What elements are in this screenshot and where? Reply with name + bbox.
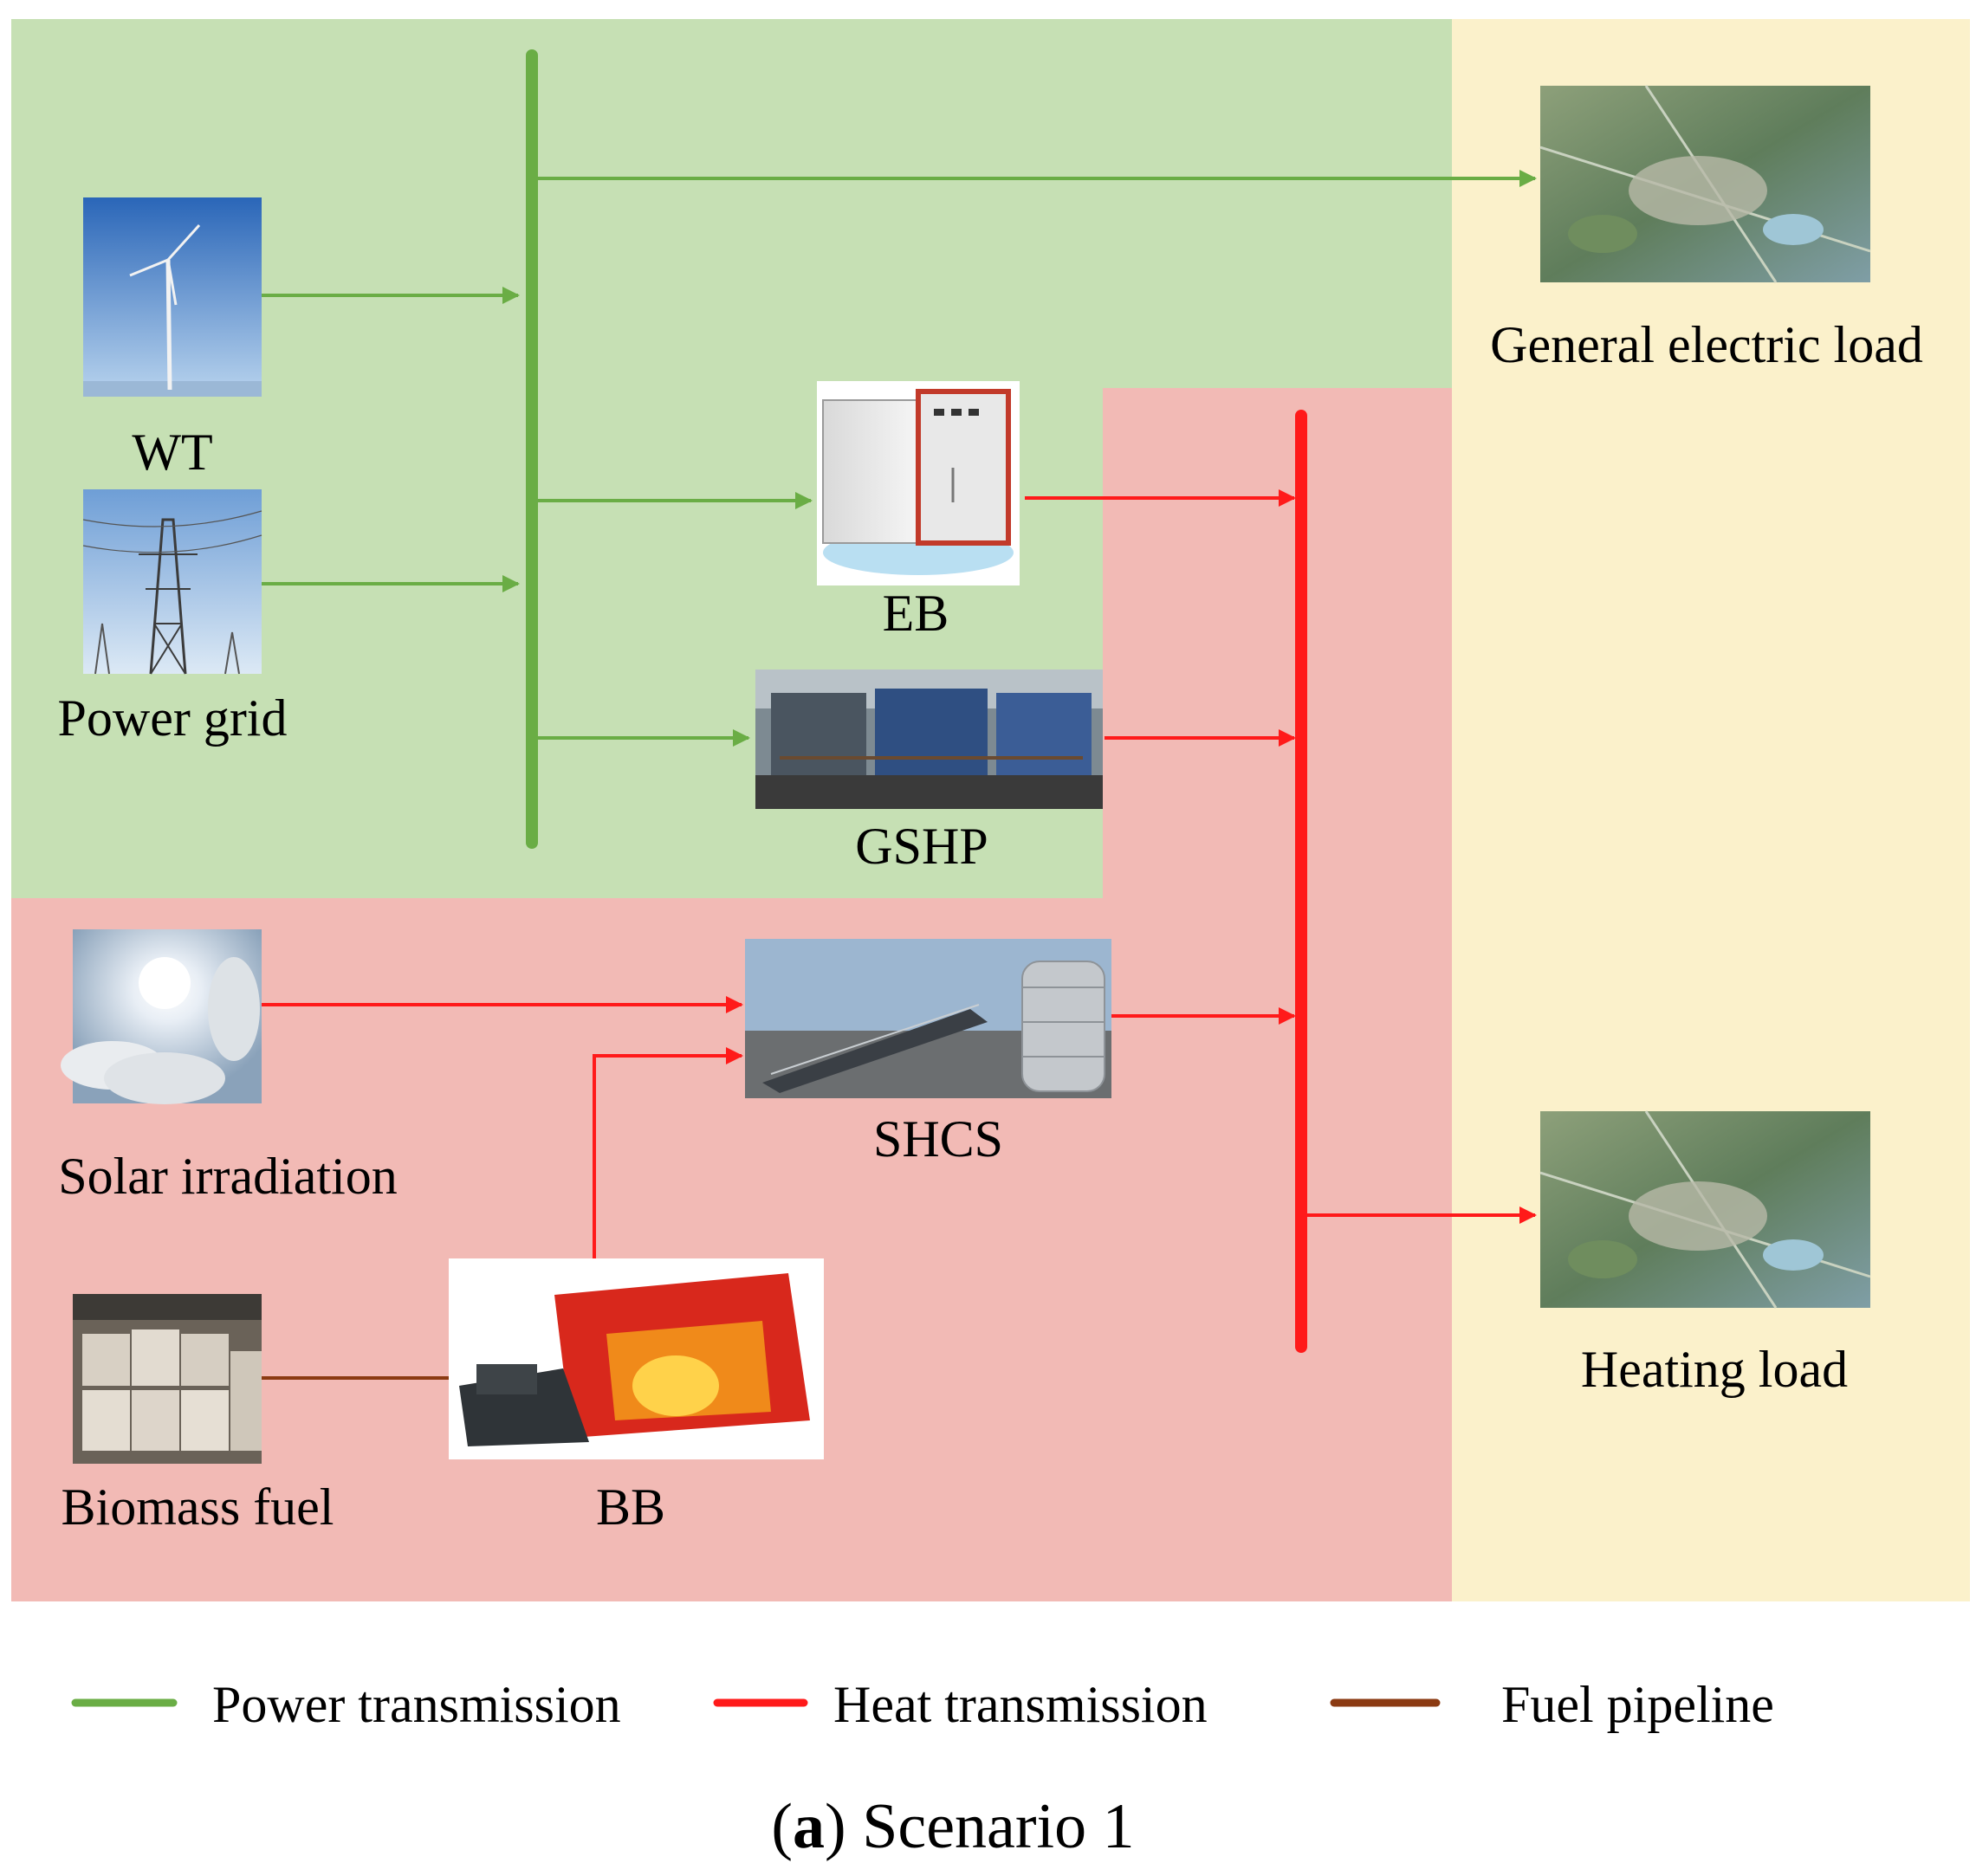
general-electric-load-label: General electric load bbox=[1490, 316, 1923, 373]
legend-fuel-label: Fuel pipeline bbox=[1501, 1676, 1774, 1733]
wind-turbine-photo-icon bbox=[83, 197, 262, 397]
heating-load-city-photo-icon bbox=[1539, 1110, 1871, 1309]
shcs-label: SHCS bbox=[873, 1110, 1003, 1168]
biomass-sacks-photo-icon bbox=[73, 1294, 262, 1464]
sun-sky-photo-icon bbox=[61, 929, 262, 1104]
legend: Power transmission Heat transmission Fue… bbox=[71, 1676, 1774, 1733]
legend-heat-label: Heat transmission bbox=[833, 1676, 1208, 1733]
caption-letter: a bbox=[793, 1791, 825, 1862]
load-zone bbox=[1452, 19, 1970, 1601]
node-labels: WT Power grid EB GSHP Solar irradiation … bbox=[58, 316, 1923, 1536]
electric-load-city-photo-icon bbox=[1539, 85, 1871, 283]
bb-label: BB bbox=[596, 1478, 665, 1536]
wt-label: WT bbox=[132, 424, 212, 481]
biomass-boiler-photo-icon bbox=[449, 1258, 824, 1459]
solar-heat-collector-photo-icon bbox=[745, 939, 1111, 1098]
power-lines bbox=[260, 170, 1537, 747]
heat-lines bbox=[260, 489, 1537, 1260]
transmission-tower-photo-icon bbox=[82, 489, 262, 675]
eb-label: EB bbox=[883, 585, 949, 642]
gshp-label: GSHP bbox=[855, 818, 988, 875]
power-grid-label: Power grid bbox=[58, 689, 288, 747]
solar-irradiation-label: Solar irradiation bbox=[58, 1148, 398, 1205]
electric-boiler-photo-icon bbox=[817, 381, 1020, 585]
caption: (a) Scenario 1 bbox=[771, 1791, 1134, 1862]
ground-source-heat-pump-photo-icon bbox=[755, 670, 1103, 809]
legend-power-label: Power transmission bbox=[212, 1676, 621, 1733]
bb-to-shcs-line bbox=[593, 1047, 743, 1260]
biomass-fuel-label: Biomass fuel bbox=[62, 1478, 334, 1536]
heating-load-label: Heating load bbox=[1581, 1341, 1848, 1398]
caption-text: Scenario 1 bbox=[862, 1791, 1134, 1862]
